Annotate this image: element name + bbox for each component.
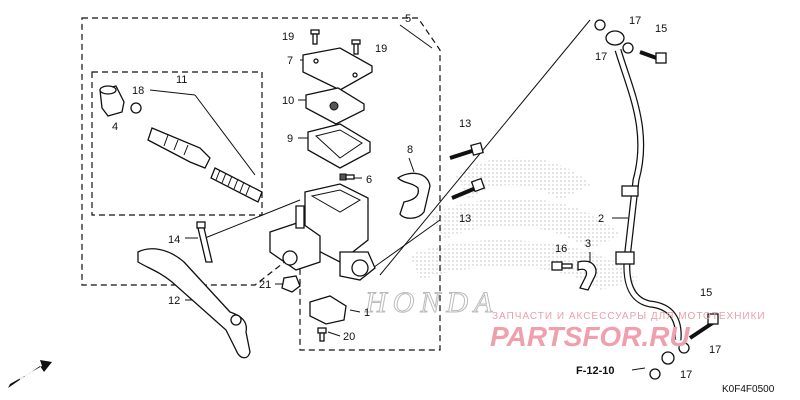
callout-17-upper-right: 17	[629, 15, 641, 27]
pivot-nut	[281, 275, 301, 293]
callout-13-upper: 13	[459, 118, 471, 130]
callout-1: 1	[364, 307, 370, 319]
callout-6: 6	[366, 174, 372, 186]
callout-11: 11	[176, 74, 187, 86]
pivot-bolt	[196, 221, 213, 263]
master-cylinder-group-outline	[81, 17, 441, 351]
bolt-13-upper	[449, 142, 484, 160]
callout-21: 21	[259, 279, 271, 291]
front-direction-arrow: FR.	[8, 360, 52, 388]
callout-13-lower: 13	[459, 213, 471, 225]
watermark-tagline: ЗАПЧАСТИ И АКСЕССУАРЫ ДЛЯ МОТОТЕХНИКИ	[492, 311, 766, 322]
screw-19-right	[351, 39, 361, 55]
callout-15-lower: 15	[700, 287, 712, 299]
callout-4: 4	[112, 121, 118, 133]
callout-17-bottom: 17	[680, 369, 692, 381]
callout-12: 12	[168, 295, 180, 307]
callout-19-upper: 19	[282, 31, 294, 43]
diagram-code: K0F4F0500	[722, 384, 775, 395]
watermark-site: PARTSFOR.RU	[490, 321, 690, 352]
callout-17-upper-left: 17	[595, 51, 607, 63]
stop-switch	[309, 295, 347, 325]
callout-17-lower-right: 17	[709, 344, 721, 356]
callout-19-right: 19	[375, 43, 387, 55]
brake-lever	[137, 248, 251, 359]
bolt-13-lower	[451, 177, 486, 200]
screw-19-upper	[310, 29, 320, 45]
callout-2: 2	[598, 213, 604, 225]
circlip	[130, 102, 142, 114]
reservoir-cap	[302, 47, 373, 91]
callout-16: 16	[555, 243, 567, 255]
hose-clamp	[577, 260, 597, 291]
cross-reference-label: F-12-10	[576, 365, 615, 377]
brake-hose	[614, 48, 682, 341]
diaphragm	[307, 123, 371, 169]
holder-bracket	[396, 172, 431, 219]
honda-brand-text: HONDA	[364, 286, 498, 319]
upper-banjo-fitting	[594, 19, 667, 64]
callout-10: 10	[282, 95, 294, 107]
callout-7: 7	[287, 55, 293, 67]
piston-set	[147, 127, 263, 203]
callout-14: 14	[168, 234, 180, 246]
callout-15-upper: 15	[655, 23, 667, 35]
front-arrow-label: FR.	[18, 369, 36, 386]
callout-20: 20	[343, 331, 355, 343]
bolt-16	[551, 261, 573, 271]
callout-9: 9	[287, 133, 293, 145]
screw-6	[339, 173, 355, 181]
honda-wing-logo: HONDA	[364, 157, 640, 320]
master-cylinder-body	[269, 183, 376, 281]
callout-18: 18	[132, 85, 144, 97]
callout-8: 8	[407, 144, 413, 156]
screw-20	[317, 327, 327, 342]
callout-5: 5	[405, 13, 411, 25]
lower-banjo-fitting	[649, 313, 719, 380]
callout-3: 3	[585, 238, 591, 250]
